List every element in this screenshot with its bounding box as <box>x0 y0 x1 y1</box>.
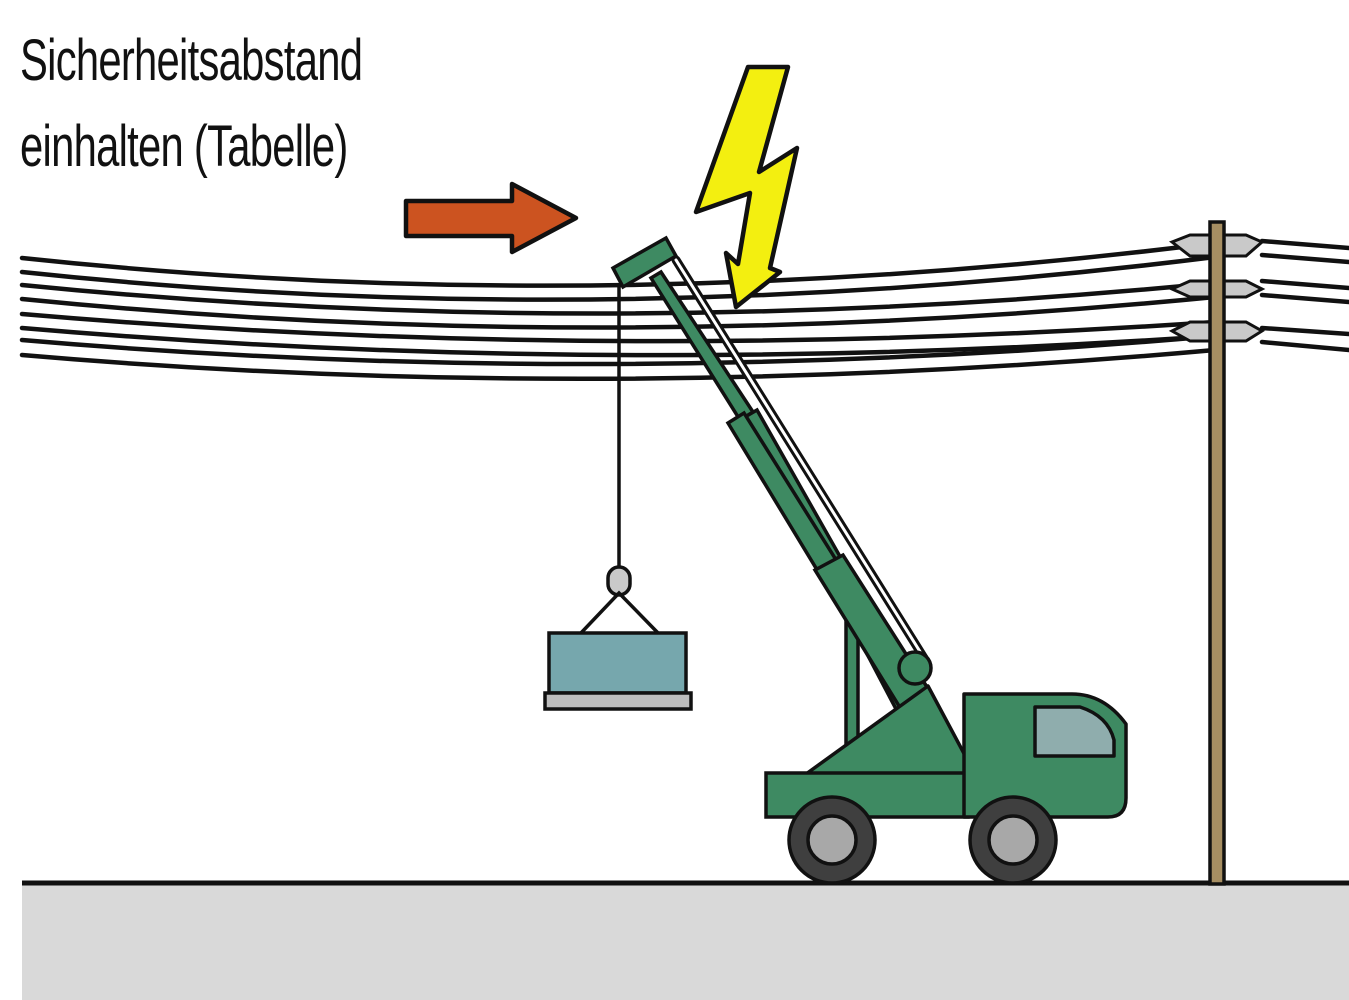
caption-line-1: Sicherheitsabstand <box>20 28 363 93</box>
power-line-1-b <box>19 254 1218 302</box>
power-line-2-b <box>19 294 1218 330</box>
power-line-4-b <box>19 347 1218 382</box>
ground <box>22 880 1349 1000</box>
power-lines <box>19 238 1349 382</box>
caption: Sicherheitsabstand einhalten (Tabelle) <box>20 18 363 190</box>
boom-head <box>610 235 679 290</box>
power-line-4-a <box>19 333 1218 367</box>
crane-truck <box>543 235 1128 885</box>
power-line-3-b <box>19 325 1218 358</box>
power-line-right-2b <box>1259 292 1349 305</box>
power-line-1-a <box>19 240 1218 288</box>
power-line-right-1a <box>1259 238 1349 251</box>
caption-line-2: einhalten (Tabelle) <box>20 114 348 179</box>
arrow-right-icon <box>403 181 579 255</box>
telescopic-boom <box>648 269 937 717</box>
wheel-rear <box>787 795 877 885</box>
truck-chassis <box>764 771 970 819</box>
utility-pole <box>1168 220 1266 886</box>
power-line-right-3a <box>1259 325 1349 337</box>
power-line-right-3b <box>1259 339 1349 353</box>
power-line-right-1b <box>1259 252 1349 265</box>
cab-window <box>1033 705 1116 758</box>
suspended-load <box>543 631 693 711</box>
sling <box>578 590 661 636</box>
lightning-bolt-icon <box>693 64 800 310</box>
power-line-3-a <box>19 311 1218 344</box>
power-line-2-a <box>19 280 1218 316</box>
power-line-right-2a <box>1259 278 1349 291</box>
wheel-front <box>968 795 1058 885</box>
crane-turret <box>804 684 970 776</box>
